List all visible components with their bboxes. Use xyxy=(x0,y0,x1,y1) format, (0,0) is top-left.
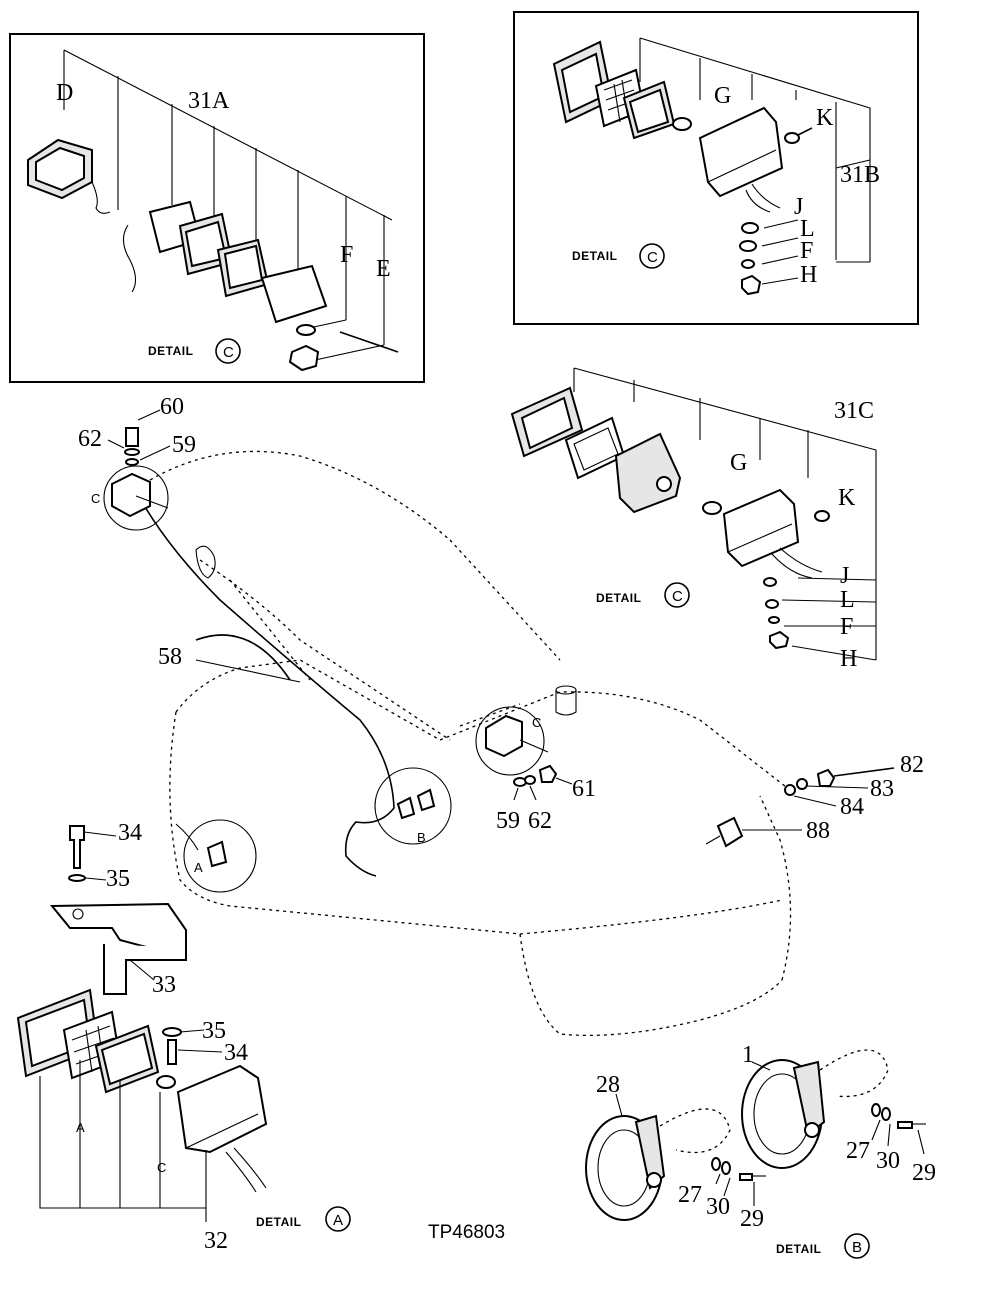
label-h-31b: H xyxy=(800,262,817,288)
detail-label-c-31a: DETAIL xyxy=(148,344,193,358)
callout-27-left: 27 xyxy=(678,1182,702,1208)
detail-letter-b: B xyxy=(852,1239,862,1256)
detail-circle-c-31c xyxy=(664,582,690,608)
horn-location-b: B xyxy=(374,767,452,845)
lens-stack-31c xyxy=(510,386,682,514)
label-h-31c: H xyxy=(840,646,857,672)
label-k-31b: K xyxy=(816,105,834,131)
figure-id: TP46803 xyxy=(428,1222,505,1243)
rear-component xyxy=(705,767,895,848)
detail-letter-c-31b: C xyxy=(647,249,658,266)
label-e: E xyxy=(376,256,391,282)
label-c-inline: C xyxy=(157,1160,166,1175)
label-31a: 31A xyxy=(188,88,230,114)
detail-c-circle-boom xyxy=(103,465,169,531)
callout-59-mid: 59 xyxy=(496,808,520,834)
inset-31a-frame xyxy=(9,33,425,383)
callout-34-detail: 34 xyxy=(224,1040,248,1066)
callout-1: 1 xyxy=(742,1042,754,1068)
lamp-housing-31c xyxy=(702,488,830,650)
callout-34-bracket: 34 xyxy=(118,820,142,846)
light-location-a: A xyxy=(175,819,257,893)
label-l-31b: L xyxy=(800,216,815,242)
label-j-31b: J xyxy=(794,194,803,220)
label-g-31b: G xyxy=(714,83,731,109)
callout-84: 84 xyxy=(840,794,864,820)
label-b-location: B xyxy=(417,830,426,845)
detail-circle-c-31b xyxy=(639,243,665,269)
bracket-assembly xyxy=(49,825,187,995)
detail-circle-a xyxy=(325,1206,351,1232)
callout-32: 32 xyxy=(204,1228,228,1254)
inset-31b-frame xyxy=(513,11,919,325)
machine-body xyxy=(129,450,792,1037)
callout-35-bracket: 35 xyxy=(106,866,130,892)
leader-58 xyxy=(195,659,301,683)
detail-a-light: A C DETAIL A xyxy=(16,988,351,1232)
label-j-31c: J xyxy=(840,563,849,589)
callout-58: 58 xyxy=(158,644,182,670)
lens-stack-31b xyxy=(552,40,692,140)
callout-62-top: 62 xyxy=(78,426,102,452)
lamp-housing-31b xyxy=(698,106,813,213)
callout-62-mid: 62 xyxy=(528,808,552,834)
label-31c: 31C xyxy=(834,398,874,424)
lens-stack-31a xyxy=(148,200,399,372)
callout-88: 88 xyxy=(806,818,830,844)
detail-label-b: DETAIL xyxy=(776,1242,821,1256)
callout-30-right: 30 xyxy=(876,1148,900,1174)
label-a-location: A xyxy=(194,860,203,875)
callout-35-detail: 35 xyxy=(202,1018,226,1044)
detail-label-c-31b: DETAIL xyxy=(572,249,617,263)
detail-letter-c-31c: C xyxy=(672,588,683,605)
leaders-horns xyxy=(715,1119,925,1206)
callout-59-top: 59 xyxy=(172,432,196,458)
label-c-boom: C xyxy=(91,491,100,506)
label-d: D xyxy=(56,80,73,106)
label-c-right: C xyxy=(532,715,541,730)
inset-31a: D 31A F E DETAIL C xyxy=(9,33,425,383)
boom-light: C xyxy=(91,409,171,531)
callout-60: 60 xyxy=(160,394,184,420)
callout-30-left: 30 xyxy=(706,1194,730,1220)
label-a-inline: A xyxy=(76,1120,85,1135)
label-f-31c: F xyxy=(840,614,853,640)
detail-label-a: DETAIL xyxy=(256,1215,301,1229)
callout-61: 61 xyxy=(572,776,596,802)
callout-33: 33 xyxy=(152,972,176,998)
callout-29-left: 29 xyxy=(740,1206,764,1232)
callout-27-right: 27 xyxy=(846,1138,870,1164)
detail-letter-c-31a: C xyxy=(223,344,234,361)
exploded-31c: 31C G K J L F H DETAIL C xyxy=(510,367,877,672)
callout-82: 82 xyxy=(900,752,924,778)
detail-c-circle-right xyxy=(475,706,545,776)
detail-label-c-31c: DETAIL xyxy=(596,591,641,605)
label-31b: 31B xyxy=(840,162,880,188)
callout-83: 83 xyxy=(870,776,894,802)
label-k-31c: K xyxy=(838,485,856,511)
work-light-right: C xyxy=(475,706,573,801)
lamp-body-d xyxy=(27,138,137,293)
label-g-31c: G xyxy=(730,450,747,476)
detail-b-horns: DETAIL B xyxy=(585,1049,926,1259)
callout-28: 28 xyxy=(596,1072,620,1098)
detail-letter-a: A xyxy=(333,1212,343,1229)
label-f-31a: F xyxy=(340,242,353,268)
detail-circle-c-31a xyxy=(215,338,241,364)
inset-31b: G K 31B J L F H DETAIL C xyxy=(513,11,919,325)
label-l-31c: L xyxy=(840,587,855,613)
detail-circle-b xyxy=(844,1233,870,1259)
label-f-31b: F xyxy=(800,238,813,264)
hardware-31b xyxy=(739,219,799,296)
callout-29-right: 29 xyxy=(912,1160,936,1186)
